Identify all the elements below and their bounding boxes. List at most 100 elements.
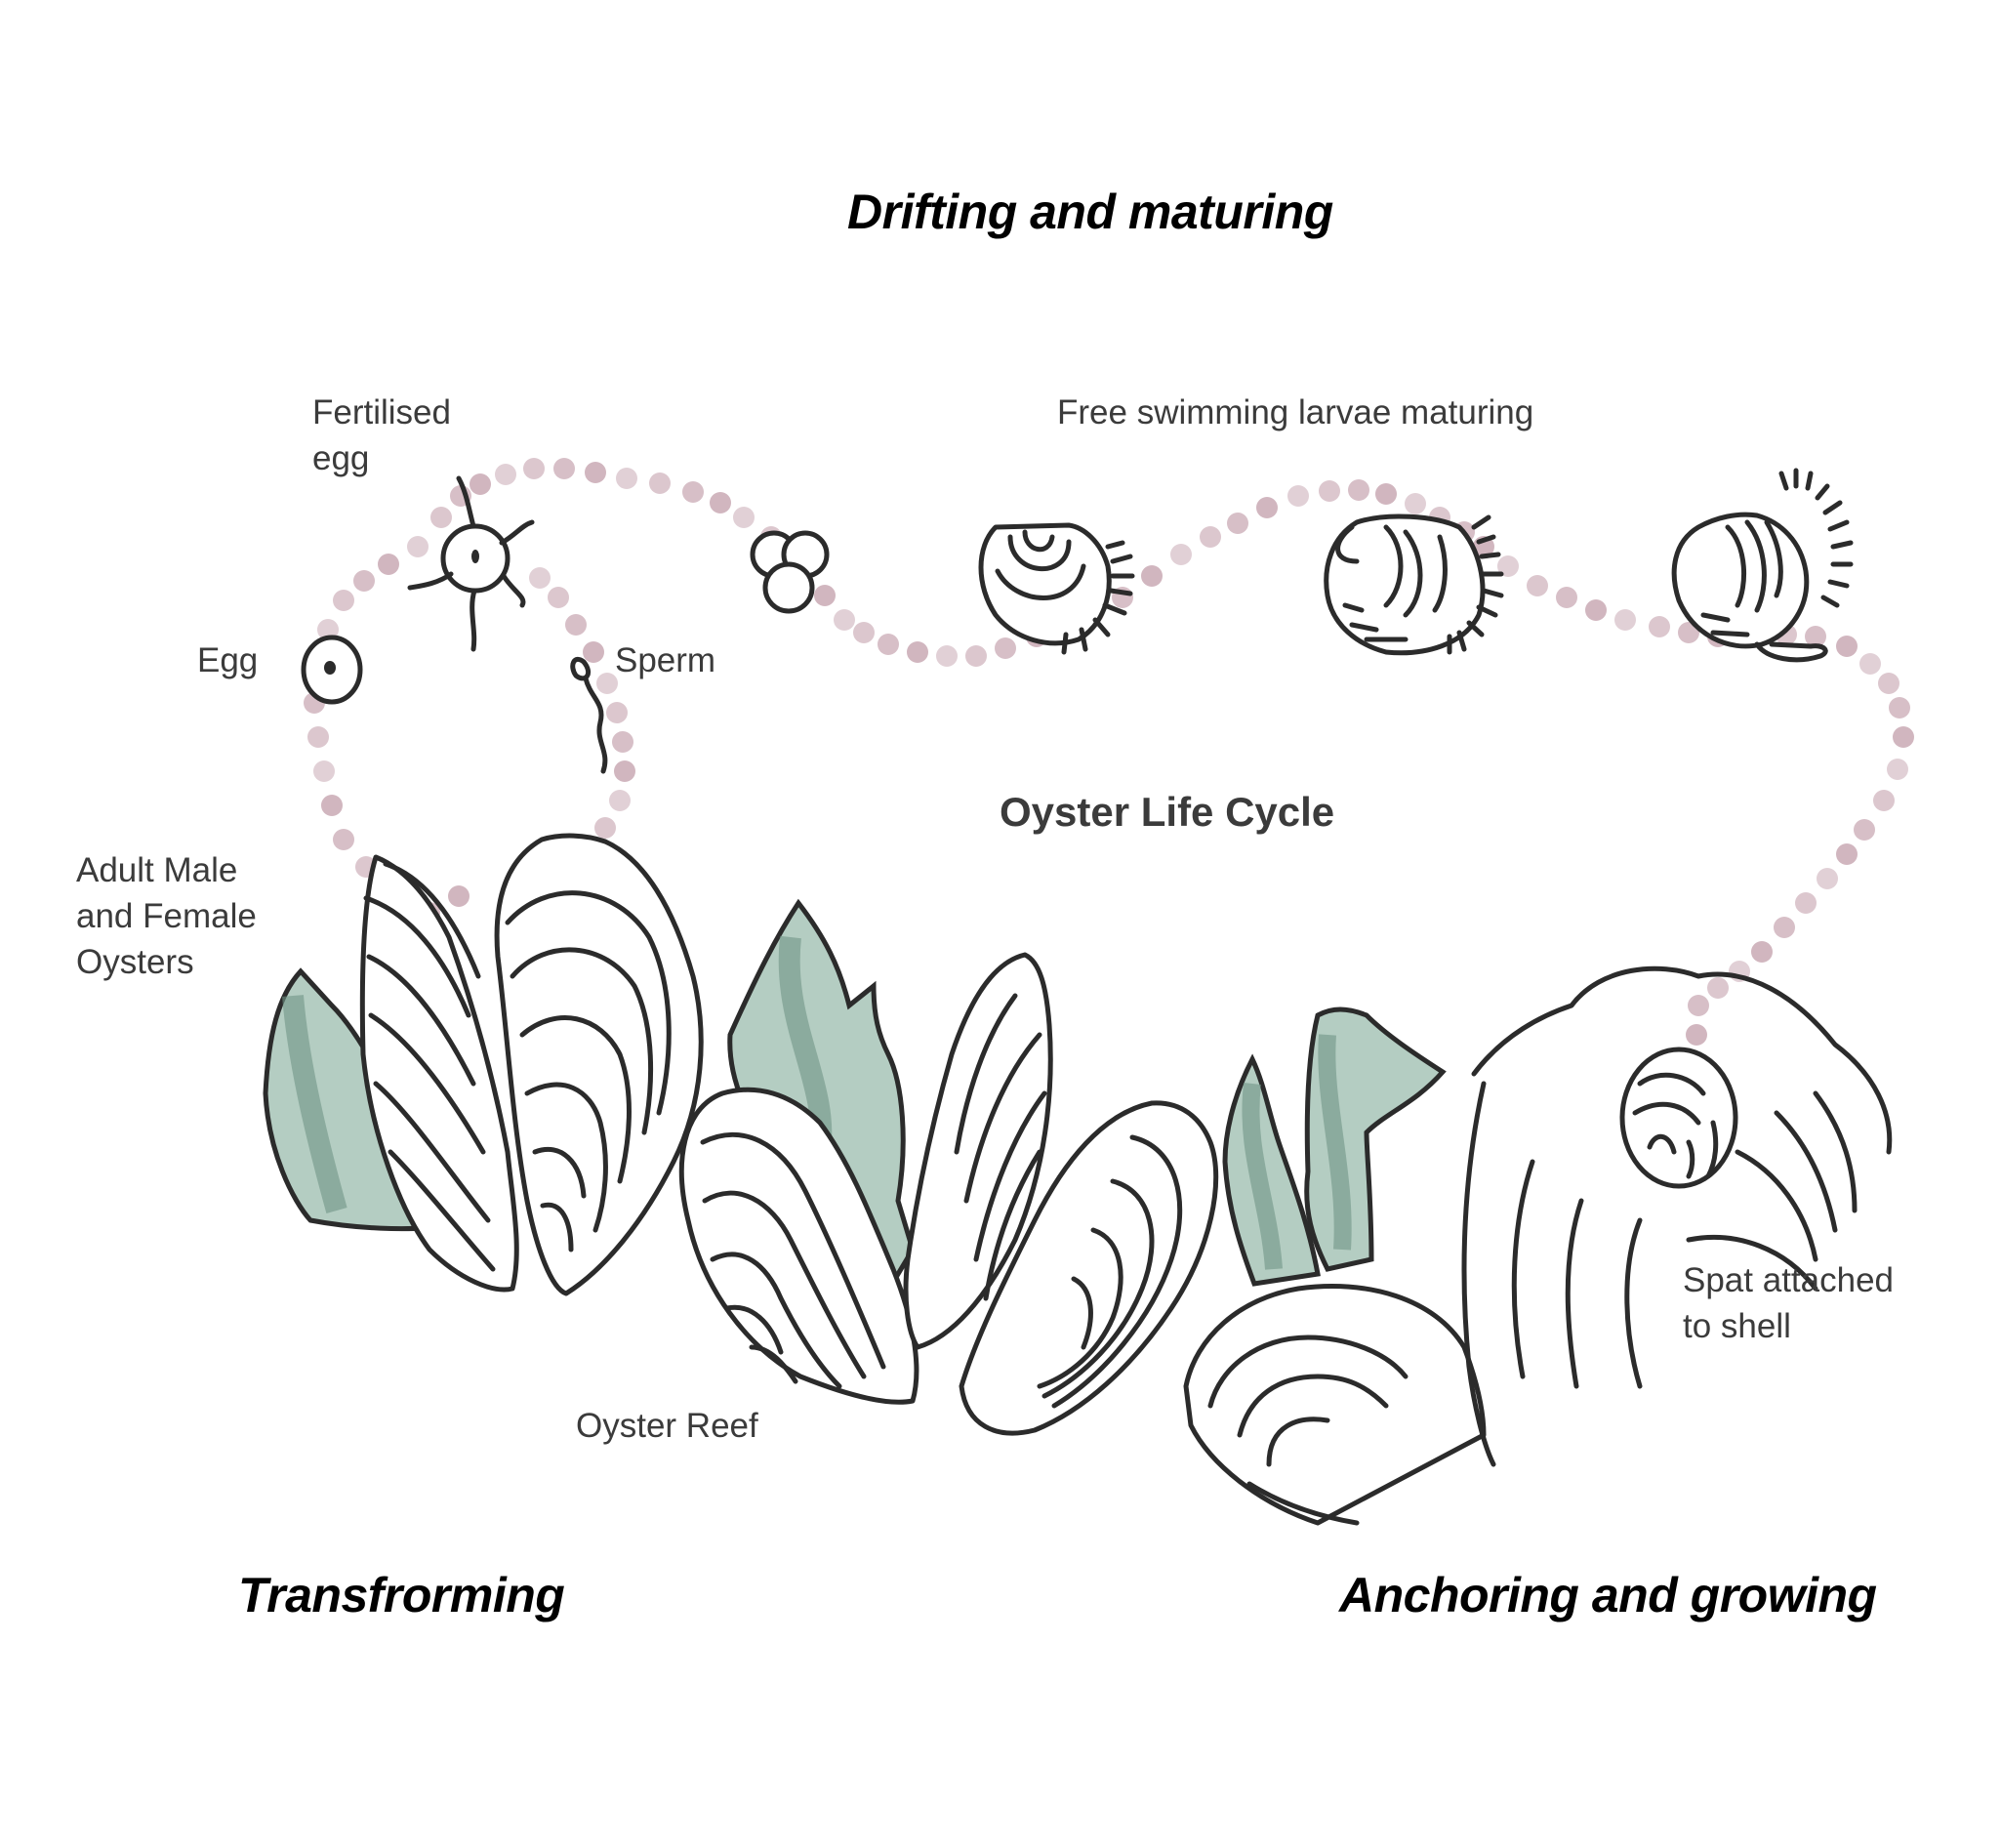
path-dot [1256, 497, 1278, 518]
path-dot [1878, 673, 1899, 694]
path-dot [1527, 575, 1548, 596]
cleaving-cells-icon [750, 530, 830, 614]
path-dot [682, 481, 704, 503]
path-dot [834, 609, 855, 631]
stage-label-drifting: Drifting and maturing [847, 185, 1333, 239]
larva-2-cilia [1447, 514, 1504, 655]
path-dot [907, 641, 928, 663]
larva-3-icon [1671, 468, 1854, 663]
stage-label-anchoring: Anchoring and growing [1339, 1568, 1877, 1622]
path-dot [1817, 868, 1838, 889]
path-dot [430, 507, 452, 528]
larva-2-ridges [1335, 524, 1448, 642]
reef-oyster-right-shell [959, 1100, 1219, 1436]
path-dot [1585, 599, 1607, 621]
path-dot [1836, 843, 1858, 865]
path-dot [333, 829, 354, 850]
path-dot [553, 458, 575, 479]
path-dot [378, 554, 399, 575]
path-dot [853, 622, 875, 643]
seaweed-right-2-stripe [1318, 1034, 1352, 1251]
path-dot [333, 590, 354, 611]
label-sperm: Sperm [615, 641, 716, 679]
path-dot [307, 726, 329, 748]
path-dot [585, 462, 606, 483]
bottom-shell [1183, 1284, 1487, 1526]
path-dot [596, 673, 618, 694]
egg-icon [301, 635, 363, 705]
path-dot [565, 614, 587, 636]
path-dot [1805, 626, 1826, 647]
reef-oyster-left-shell [678, 1087, 919, 1405]
path-dot [495, 464, 516, 485]
path-dot [407, 536, 429, 557]
path-dot [1556, 587, 1577, 608]
spat-shell [1619, 1047, 1738, 1189]
fertilised-egg-tails [407, 475, 535, 652]
cell-3 [762, 561, 815, 614]
adult-oysters [359, 833, 704, 1296]
path-dot [313, 760, 335, 782]
larva-2-icon [1324, 513, 1504, 656]
path-dot [1497, 555, 1519, 577]
path-dot [321, 795, 343, 816]
larva-1-shell [978, 522, 1112, 646]
label-spat: Spat attached to shell [1683, 1261, 1894, 1345]
fertilised-egg-nucleus [471, 550, 479, 563]
path-dot [710, 492, 731, 513]
path-dot [1889, 697, 1910, 719]
path-dot [965, 645, 987, 667]
larva-1-ridges [995, 529, 1086, 600]
path-dot [1707, 977, 1729, 999]
larva-1-icon [978, 522, 1135, 655]
label-oyster-reef: Oyster Reef [576, 1407, 758, 1445]
larva-3-cilia [1778, 468, 1854, 608]
path-dot [523, 458, 545, 479]
path-dot [1614, 609, 1636, 631]
path-dot [1405, 493, 1426, 514]
path-dot [612, 731, 633, 753]
label-larvae: Free swimming larvae maturing [1057, 393, 1534, 431]
path-dot [649, 472, 671, 494]
path-dot [529, 567, 551, 589]
stage-label-transforming: Transfrorming [238, 1568, 565, 1622]
diagram-title: Oyster Life Cycle [1000, 789, 1335, 835]
path-dot [733, 507, 755, 528]
path-dot [936, 645, 958, 667]
path-dot [609, 790, 631, 811]
path-dot [1200, 526, 1221, 548]
large-shell-outline [1461, 965, 1893, 1467]
path-dot [1887, 759, 1908, 780]
path-dot [548, 587, 569, 608]
path-dot [878, 634, 899, 655]
path-dot [614, 760, 635, 782]
fertilised-egg-icon [407, 475, 535, 652]
reef-oyster-left-ridges [700, 1131, 886, 1389]
path-dot [1836, 636, 1858, 657]
oyster-reef [678, 952, 1219, 1436]
path-dot [1375, 483, 1397, 505]
path-dot [448, 885, 470, 907]
path-dot [1141, 565, 1163, 587]
seaweed-left-stripe [282, 995, 347, 1213]
path-dot [1649, 616, 1670, 637]
larva-3-shell [1671, 512, 1810, 649]
path-dot [353, 570, 375, 592]
anchoring-shells [1183, 965, 1893, 1526]
path-dot [1795, 892, 1817, 914]
path-dot [1319, 480, 1340, 502]
label-adult-oysters: Adult Male and Female Oysters [76, 851, 257, 981]
adult-oyster-right-shell [494, 833, 704, 1296]
path-dot [1774, 917, 1795, 938]
bottom-shell-ridges [1207, 1335, 1409, 1526]
reef-oyster-center-ridges [954, 993, 1047, 1301]
path-dot [1688, 995, 1709, 1016]
path-dot [1751, 941, 1773, 963]
adult-oyster-left-shell [359, 854, 519, 1293]
path-dot [317, 619, 339, 640]
path-dot [1686, 1024, 1707, 1046]
path-dot [995, 637, 1016, 659]
path-dot [1287, 485, 1309, 507]
path-dot [1854, 819, 1875, 841]
